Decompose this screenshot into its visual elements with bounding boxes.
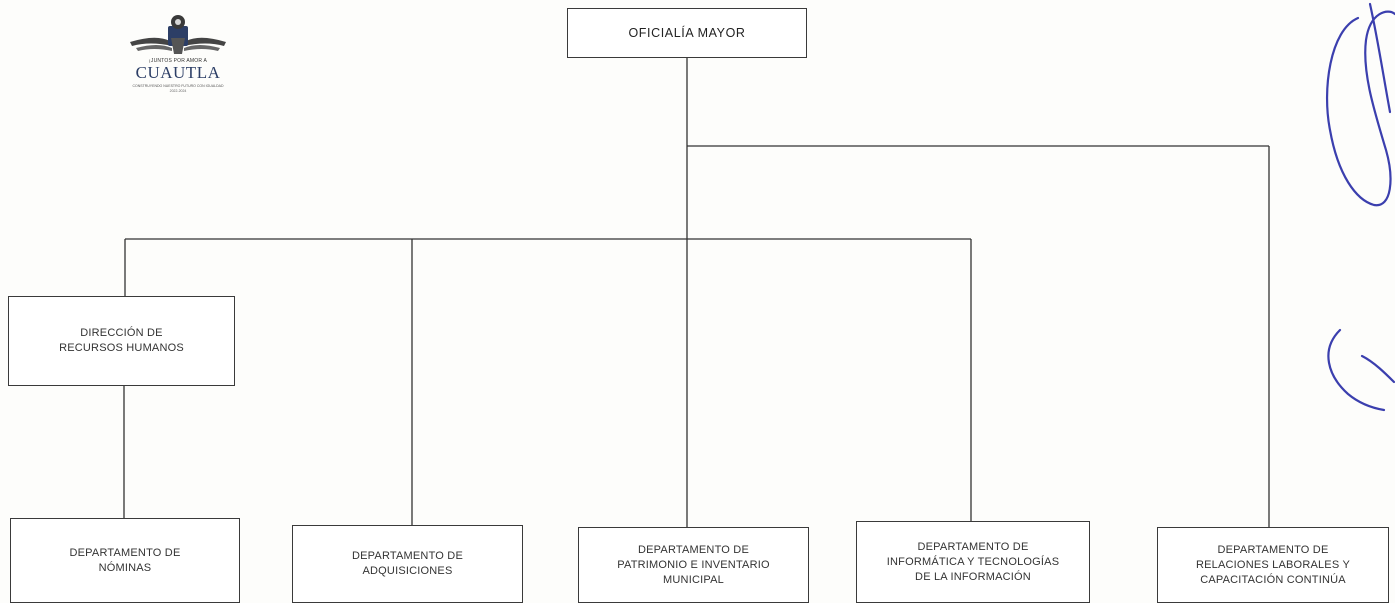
logo-tagline: ¡JUNTOS POR AMOR A	[149, 58, 207, 64]
logo-subtitle: CONSTRUYENDO NUESTRO FUTURO CON IGUALDAD	[132, 84, 224, 88]
org-box-label: DIRECCIÓN DE RECURSOS HUMANOS	[59, 327, 184, 354]
org-box-label: DEPARTAMENTO DE ADQUISICIONES	[352, 550, 463, 577]
org-box-informatica: DEPARTAMENTO DE INFORMÁTICA Y TECNOLOGÍA…	[856, 521, 1090, 603]
org-box-label: DEPARTAMENTO DE PATRIMONIO E INVENTARIO …	[617, 543, 770, 586]
cuautla-logo: ¡JUNTOS POR AMOR A CUAUTLA CONSTRUYENDO …	[128, 8, 228, 100]
eagle-emblem-icon	[130, 15, 226, 54]
org-box-nominas: DEPARTAMENTO DE NÓMINAS	[10, 518, 240, 603]
org-box-recursos-humanos: DIRECCIÓN DE RECURSOS HUMANOS	[8, 296, 235, 386]
org-box-adquisiciones: DEPARTAMENTO DE ADQUISICIONES	[292, 525, 523, 603]
logo-name: CUAUTLA	[135, 63, 221, 82]
org-box-label: DEPARTAMENTO DE NÓMINAS	[69, 546, 181, 574]
org-box-oficialia-mayor: OFICIALÍA MAYOR	[567, 8, 807, 58]
logo-years: 2022-2024	[169, 89, 187, 93]
handwritten-signature	[1325, 2, 1395, 412]
org-box-label: DEPARTAMENTO DE INFORMÁTICA Y TECNOLOGÍA…	[886, 540, 1060, 583]
org-box-patrimonio: DEPARTAMENTO DE PATRIMONIO E INVENTARIO …	[578, 527, 809, 603]
org-box-relaciones-laborales: DEPARTAMENTO DE RELACIONES LABORALES Y C…	[1157, 527, 1389, 603]
org-box-label: DEPARTAMENTO DE RELACIONES LABORALES Y C…	[1196, 543, 1350, 586]
org-box-label: OFICIALÍA MAYOR	[628, 25, 746, 40]
